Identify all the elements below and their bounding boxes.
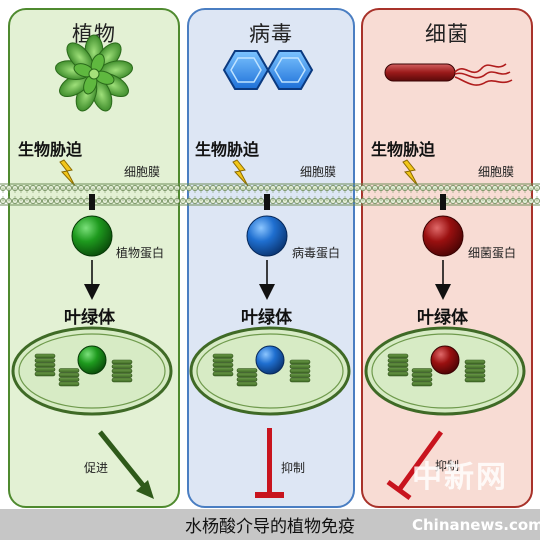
bacteria-stress-label: 生物胁迫 (371, 140, 436, 159)
virus-protein-label: 病毒蛋白 (292, 246, 341, 260)
watermark-english: Chinanews.com (412, 516, 540, 534)
virus-membrane-label: 细胞膜 (300, 165, 337, 179)
bacteria-chloroplast (364, 326, 526, 416)
virus-chloroplast (189, 326, 351, 416)
receptor-icon (89, 194, 446, 210)
bacteria-inhibit-label: 抑制 (435, 459, 460, 473)
virus-inhibit-label: 抑制 (281, 461, 306, 475)
virus-hexagon-icon (222, 50, 314, 90)
promote-arrow (98, 430, 154, 499)
plant-chloroplast (11, 326, 173, 416)
virus-panel-title: 病毒 (249, 22, 293, 46)
virus-stress-label: 生物胁迫 (195, 140, 260, 159)
lightning-icon (59, 159, 419, 187)
virus-protein-sphere (246, 215, 288, 257)
footer-caption: 水杨酸介导的植物免疫 (185, 517, 355, 537)
plant-protein-sphere (71, 215, 113, 257)
watermark-chinese: 中新网 (412, 460, 508, 495)
down-arrow-icon (84, 260, 451, 300)
plant-membrane-label: 细胞膜 (124, 165, 161, 179)
plant-protein-label: 植物蛋白 (116, 246, 165, 260)
bacteria-chloroplast-label: 叶绿体 (417, 308, 468, 328)
promote-label: 促进 (84, 461, 109, 475)
thylakoid-stacks (34, 353, 486, 387)
cell-membrane (0, 183, 540, 206)
bacteria-inhibit-symbol (386, 430, 444, 501)
bacteria-protein-label: 细菌蛋白 (468, 246, 517, 260)
plant-stress-label: 生物胁迫 (18, 140, 83, 159)
bacteria-membrane-label: 细胞膜 (478, 165, 515, 179)
bacteria-panel-title: 细菌 (425, 22, 469, 46)
footer-bar (0, 509, 540, 540)
plant-chloroplast-label: 叶绿体 (64, 308, 115, 328)
virus-inhibit-symbol (255, 428, 284, 498)
bacteria-panel: 细菌 (361, 8, 533, 508)
plant-icon (55, 34, 133, 112)
bacterium-icon (384, 63, 513, 86)
virus-panel: 病毒 (187, 8, 355, 508)
virus-chloroplast-label: 叶绿体 (241, 308, 292, 328)
bacteria-protein-sphere (422, 215, 464, 257)
